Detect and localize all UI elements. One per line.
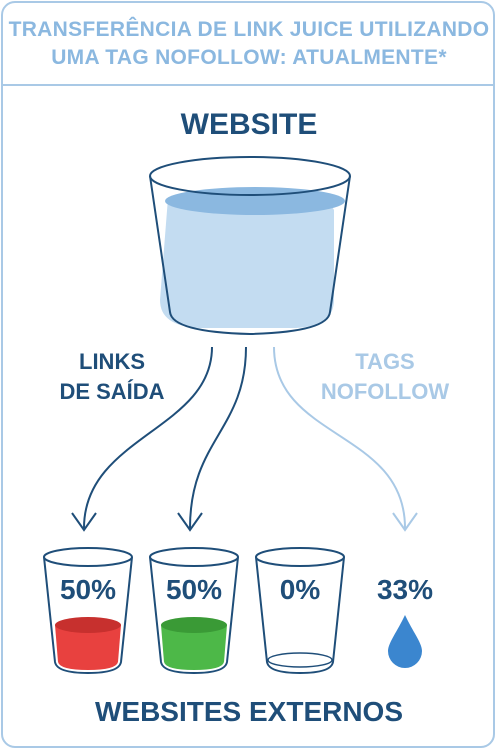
external-websites-label: WEBSITES EXTERNOS: [94, 696, 404, 727]
target-glass-2-icon: [149, 547, 239, 675]
arrow-to-site-1: [83, 346, 213, 529]
diagram-title-line2: UMA TAG NOFOLLOW: ATUALMENTE*: [51, 46, 447, 69]
source-website-label: WEBSITE: [180, 108, 318, 141]
target-glass-1-icon: [43, 547, 133, 675]
target-1-percent: 50%: [59, 574, 117, 605]
arrow-head-1: [71, 512, 97, 532]
outbound-links-label: LINKS DE SAÍDA: [42, 347, 182, 407]
nofollow-label-line1: TAGS: [355, 349, 415, 374]
target-4-percent: 33%: [376, 574, 434, 605]
target-glass-3-icon: [255, 547, 345, 675]
outbound-label-line1: LINKS: [79, 349, 145, 374]
nofollow-arrow: [273, 346, 418, 532]
source-glass-icon: [149, 156, 351, 336]
target-2-percent: 50%: [165, 574, 223, 605]
nofollow-tags-label: TAGS NOFOLLOW: [300, 347, 470, 407]
target-3-percent: 0%: [279, 574, 321, 605]
header-divider: [1, 84, 495, 86]
nofollow-label-line2: NOFOLLOW: [320, 379, 450, 404]
arrow-head-2: [177, 512, 203, 532]
diagram-title-line1: TRANSFERÊNCIA DE LINK JUICE UTILIZANDO: [8, 18, 490, 41]
arrow-to-site-2: [189, 346, 247, 529]
droplet-icon: [388, 615, 422, 668]
outbound-arrows: [71, 346, 247, 532]
outbound-label-line2: DE SAÍDA: [59, 379, 165, 404]
